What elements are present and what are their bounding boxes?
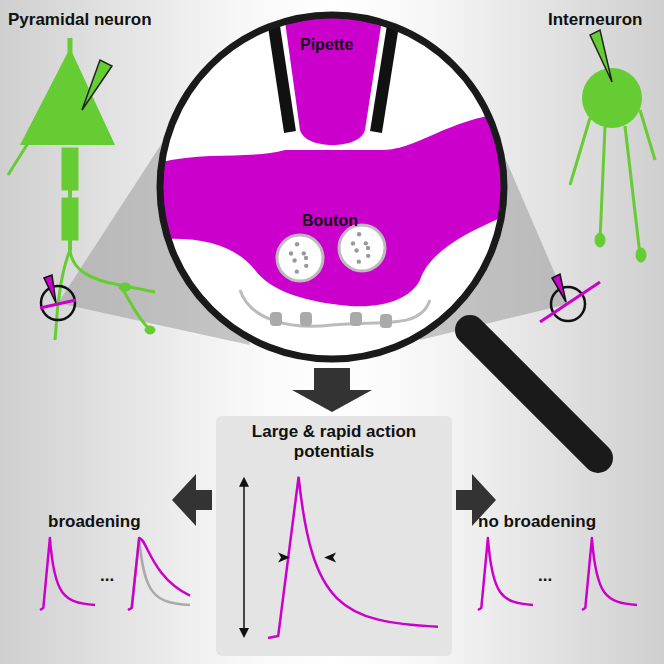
ellipsis: ... bbox=[538, 566, 552, 586]
flow-arrow bbox=[292, 368, 372, 412]
flow-arrow bbox=[172, 474, 212, 526]
ap-trace bbox=[40, 538, 95, 610]
pyramidal-neuron bbox=[8, 38, 155, 340]
lens-content bbox=[150, 0, 520, 359]
vesicle bbox=[277, 235, 323, 281]
part-label: Pipette bbox=[300, 36, 353, 54]
ap-trace bbox=[478, 538, 533, 610]
magnifier-handle bbox=[470, 330, 598, 458]
ap-trace bbox=[128, 538, 190, 610]
label: broadening bbox=[48, 512, 141, 532]
ap-trace bbox=[128, 538, 190, 610]
ap-trace bbox=[582, 538, 637, 610]
label: Interneuron bbox=[548, 10, 642, 30]
vesicle bbox=[339, 225, 385, 271]
label: Pyramidal neuron bbox=[8, 10, 152, 30]
result-box: Large & rapid action potentials bbox=[216, 416, 452, 656]
ellipsis: ... bbox=[100, 566, 114, 586]
label: no broadening bbox=[478, 512, 596, 532]
postsynaptic-membrane bbox=[240, 290, 430, 326]
part-label: Bouton bbox=[302, 212, 358, 230]
magnifier-rim bbox=[160, 15, 504, 359]
box-title: Large & rapid action potentials bbox=[216, 416, 452, 463]
interneuron bbox=[570, 30, 655, 262]
